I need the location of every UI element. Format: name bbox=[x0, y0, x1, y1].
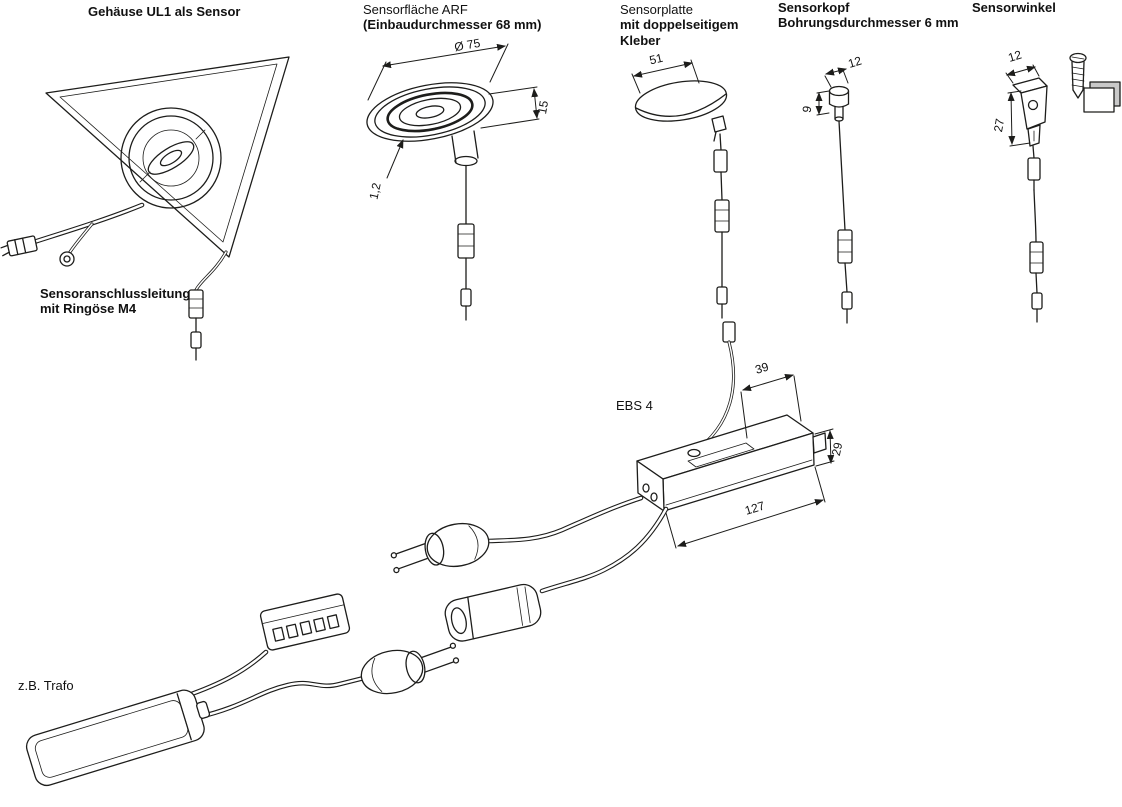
label-gehaeuse-ul1: Gehäuse UL1 als Sensor bbox=[88, 4, 240, 19]
label-sensorplatte-line3: Kleber bbox=[620, 32, 661, 48]
label-sensorkopf: Sensorkopf Bohrungsdurchmesser 6 mm bbox=[778, 0, 959, 31]
label-sensorplatte-line2: mit doppelseitigem bbox=[620, 17, 739, 33]
dimension-winkel-height: 27 bbox=[991, 90, 1031, 147]
label-sensorflaeche-line2: (Einbaudurchmesser 68 mm) bbox=[363, 17, 542, 33]
ebs4-socket-cable bbox=[539, 506, 669, 594]
trafo-body bbox=[25, 689, 211, 787]
dimension-winkel-width: 12 bbox=[1005, 47, 1040, 84]
distributor-block bbox=[259, 593, 351, 651]
label-sensorflaeche-arf: Sensorfläche ARF (Einbaudurchmesser 68 m… bbox=[363, 2, 541, 33]
label-sensorwinkel: Sensorwinkel bbox=[972, 0, 1056, 15]
dim-winkel-height-text: 27 bbox=[991, 117, 1007, 133]
cable-gland bbox=[687, 448, 701, 458]
dimension-arf-rim: 1,2 bbox=[367, 139, 404, 201]
euro-plug-bottom bbox=[360, 642, 460, 695]
gehaeuse-ul1-drawing bbox=[45, 56, 290, 258]
dim-ebs-length-text: 127 bbox=[743, 498, 767, 517]
dim-platte-width-text: 51 bbox=[648, 51, 664, 68]
dim-ebs-top-text: 39 bbox=[753, 359, 770, 376]
label-anschlussleitung-line1: Sensoranschlussleitung bbox=[40, 286, 191, 301]
sensorflaeche-arf-drawing: Ø 75 15 1,2 bbox=[366, 36, 551, 321]
ring-eyelet-m4 bbox=[59, 251, 75, 267]
label-sensorplatte: Sensorplatte mit doppelseitigem Kleber bbox=[620, 2, 738, 48]
dim-kopf-width-text: 12 bbox=[846, 53, 863, 70]
euro-plug-top bbox=[390, 522, 490, 574]
sensor-anschlussleitung-drawing bbox=[0, 202, 228, 361]
ebs4-box-drawing: 39 29 127 bbox=[636, 359, 846, 549]
label-trafo: z.B. Trafo bbox=[18, 678, 74, 693]
label-sensorwinkel-text: Sensorwinkel bbox=[972, 0, 1056, 15]
label-anschlussleitung-line2: mit Ringöse M4 bbox=[40, 301, 137, 317]
label-anschlussleitung: Sensoranschlussleitung mit Ringöse M4 bbox=[40, 286, 190, 317]
dim-arf-diameter-text: Ø 75 bbox=[453, 36, 481, 54]
dimension-arf-height: 15 bbox=[480, 86, 551, 129]
sensorwinkel-drawing: 12 27 bbox=[991, 47, 1121, 323]
dim-ebs-end-text: 29 bbox=[829, 441, 846, 457]
coupler-socket bbox=[444, 583, 542, 642]
adhesive-pad bbox=[1083, 81, 1121, 113]
label-ebs4-text: EBS 4 bbox=[616, 398, 653, 413]
label-sensorkopf-line2: Bohrungsdurchmesser 6 mm bbox=[778, 15, 959, 31]
dim-kopf-height-text: 9 bbox=[800, 104, 815, 113]
dimension-ebs-end: 29 bbox=[814, 428, 846, 467]
label-trafo-text: z.B. Trafo bbox=[18, 678, 74, 693]
label-gehaeuse-ul1-text: Gehäuse UL1 als Sensor bbox=[88, 4, 241, 19]
label-sensorplatte-line1: Sensorplatte bbox=[620, 2, 693, 17]
dim-arf-height-text: 15 bbox=[535, 99, 551, 115]
flat-connector bbox=[0, 235, 38, 257]
label-sensorflaeche-line1: Sensorfläche ARF bbox=[363, 2, 468, 17]
dimension-ebs-top: 39 bbox=[740, 359, 802, 439]
sensorkopf-drawing: 12 9 bbox=[800, 53, 864, 324]
ebs4-label-plate bbox=[687, 442, 755, 468]
dim-winkel-width-text: 12 bbox=[1006, 47, 1023, 64]
dimension-arf-diameter: Ø 75 bbox=[367, 36, 509, 101]
dimension-kopf-width: 12 bbox=[824, 53, 864, 88]
dim-arf-rim-text: 1,2 bbox=[367, 181, 384, 201]
label-ebs4: EBS 4 bbox=[616, 398, 653, 413]
trafo-plug-cable bbox=[196, 675, 367, 720]
screw-icon bbox=[1069, 52, 1087, 99]
ebs4-mains-cable bbox=[485, 495, 644, 544]
dimension-ebs-length: 127 bbox=[665, 466, 826, 549]
dimension-platte-width: 51 bbox=[631, 51, 700, 94]
trafo-block-cable bbox=[183, 649, 269, 699]
label-sensorkopf-line1: Sensorkopf bbox=[778, 0, 850, 15]
sensorplatte-drawing: 51 bbox=[631, 51, 730, 319]
dimension-kopf-height: 9 bbox=[800, 90, 830, 116]
